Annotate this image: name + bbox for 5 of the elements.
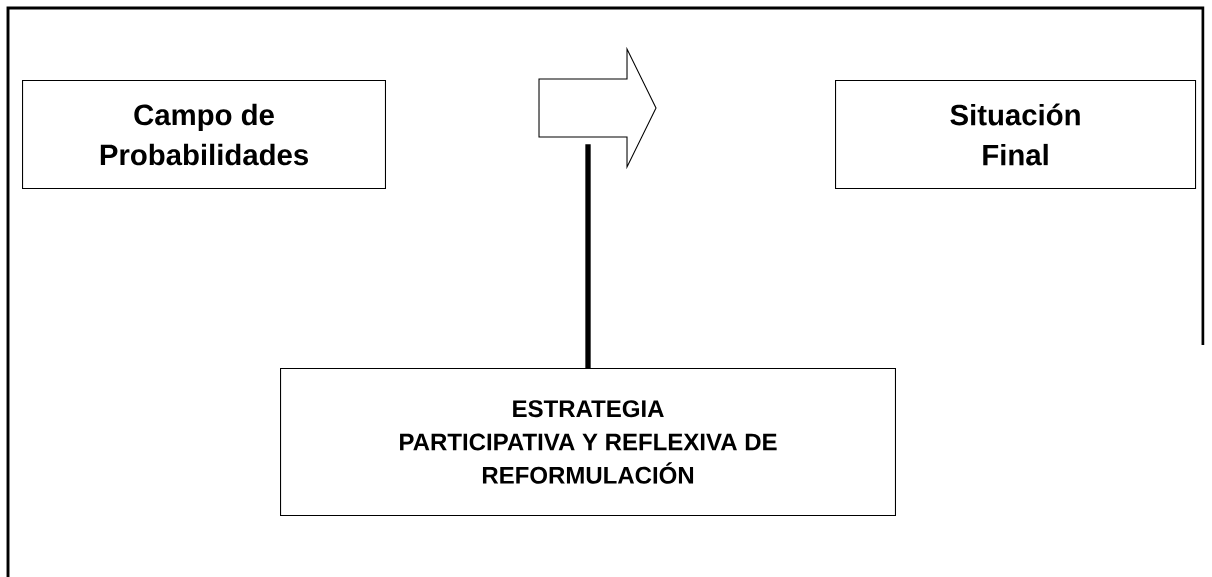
- connector-line: [585, 144, 591, 368]
- block-arrow: [538, 46, 657, 170]
- text-box: Campo de Probabilidades: [22, 80, 386, 190]
- text-box: ESTRATEGIA PARTICIPATIVA Y REFLEXIVA DE REFORMULACIÓN: [280, 368, 896, 516]
- text-box: Situación Final: [835, 80, 1197, 190]
